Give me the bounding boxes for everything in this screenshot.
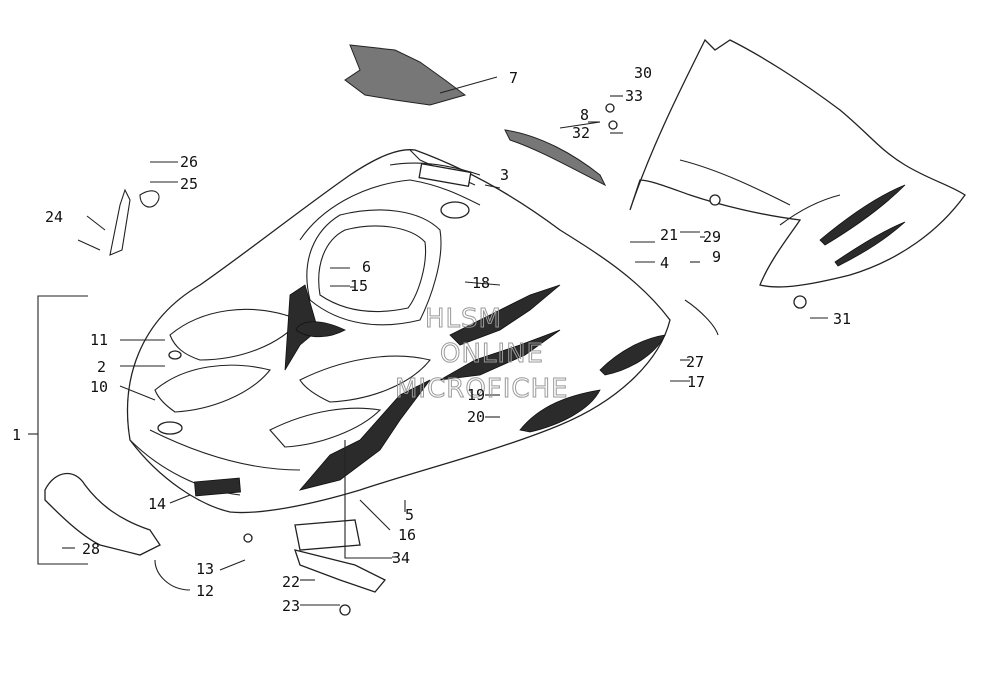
callout-22: 22 [282,573,300,591]
callout-10: 10 [90,378,108,396]
callout-dashes [350,236,705,558]
callout-6: 6 [362,258,371,276]
callout-33: 33 [625,87,643,105]
callout-21: 21 [660,226,678,244]
callout-18: 18 [472,274,490,292]
callout-20: 20 [467,408,485,426]
callout-24: 24 [45,208,63,226]
callout-30: 30 [634,64,652,82]
callout-23: 23 [282,597,300,615]
callout-16: 16 [398,526,416,544]
callout-15: 15 [350,277,368,295]
hardware-parts [77,103,807,616]
callout-26: 26 [180,153,198,171]
callout-2: 2 [97,358,106,376]
callout-9: 9 [712,248,721,266]
callout-1: 1 [12,426,21,444]
callout-31: 31 [833,310,851,328]
callout-17: 17 [687,373,705,391]
callout-12: 12 [196,582,214,600]
watermark-line-2: ONLINE [440,339,544,369]
callout-5: 5 [405,506,414,524]
callout-19: 19 [467,386,485,404]
watermark-line-1: HLSM [425,304,502,334]
callout-25: 25 [180,175,198,193]
hood-part [126,149,671,514]
callout-8: 8 [580,106,589,124]
callout-28: 28 [82,540,100,558]
part-34-pad [294,519,361,551]
callouts: 1 2 3 4 5 6 7 8 9 10 11 12 13 14 15 16 1… [12,64,851,615]
callout-4: 4 [660,254,669,272]
callout-7: 7 [509,69,518,87]
callout-3: 3 [500,166,509,184]
watermark: HLSM ONLINE MICROFICHE [395,304,569,405]
windshield-part [629,38,966,288]
part-8-strip [504,129,607,187]
watermark-line-3: MICROFICHE [395,374,569,404]
callout-14: 14 [148,495,166,513]
callout-11: 11 [90,331,108,349]
part-7-vent [344,44,467,106]
part-28-bracket [44,472,161,556]
callout-32: 32 [572,124,590,142]
leader-lines [28,76,828,606]
part-22-plate [294,549,387,593]
callout-29: 29 [703,228,721,246]
callout-27: 27 [686,353,704,371]
callout-13: 13 [196,560,214,578]
callout-34: 34 [392,549,410,567]
